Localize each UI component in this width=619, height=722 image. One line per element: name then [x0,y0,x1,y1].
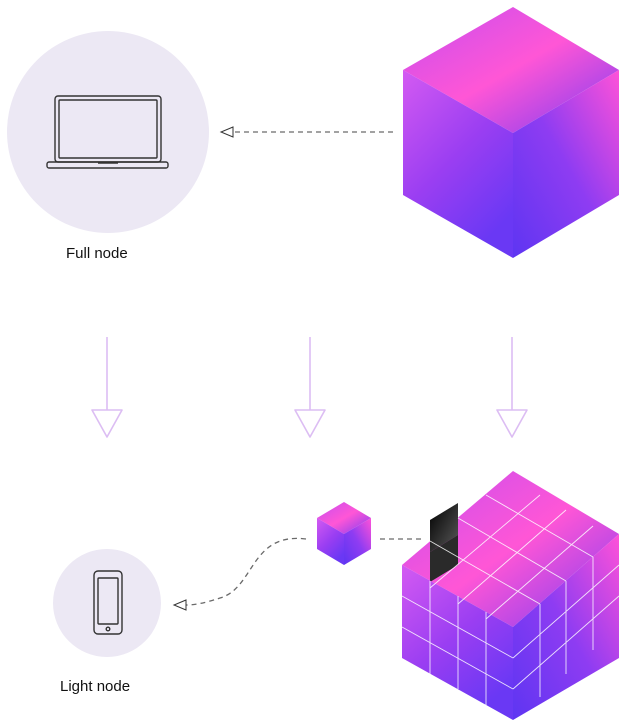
small-block-cube [317,502,371,565]
smartphone-icon [93,570,123,635]
light-node-label: Light node [60,678,131,695]
full-block-cube [403,7,619,258]
light-node-circle [53,549,161,657]
down-arrow-left [91,337,123,438]
full-node-circle [7,31,209,233]
partial-block-grid-cube [401,471,619,720]
down-arrow-right [496,337,528,438]
dashed-arrow-to-full-node [219,126,393,138]
down-arrow-middle [294,337,326,438]
full-node-label: Full node [66,245,128,262]
dashed-arrow-to-light-node [172,537,307,611]
laptop-icon [46,95,169,169]
